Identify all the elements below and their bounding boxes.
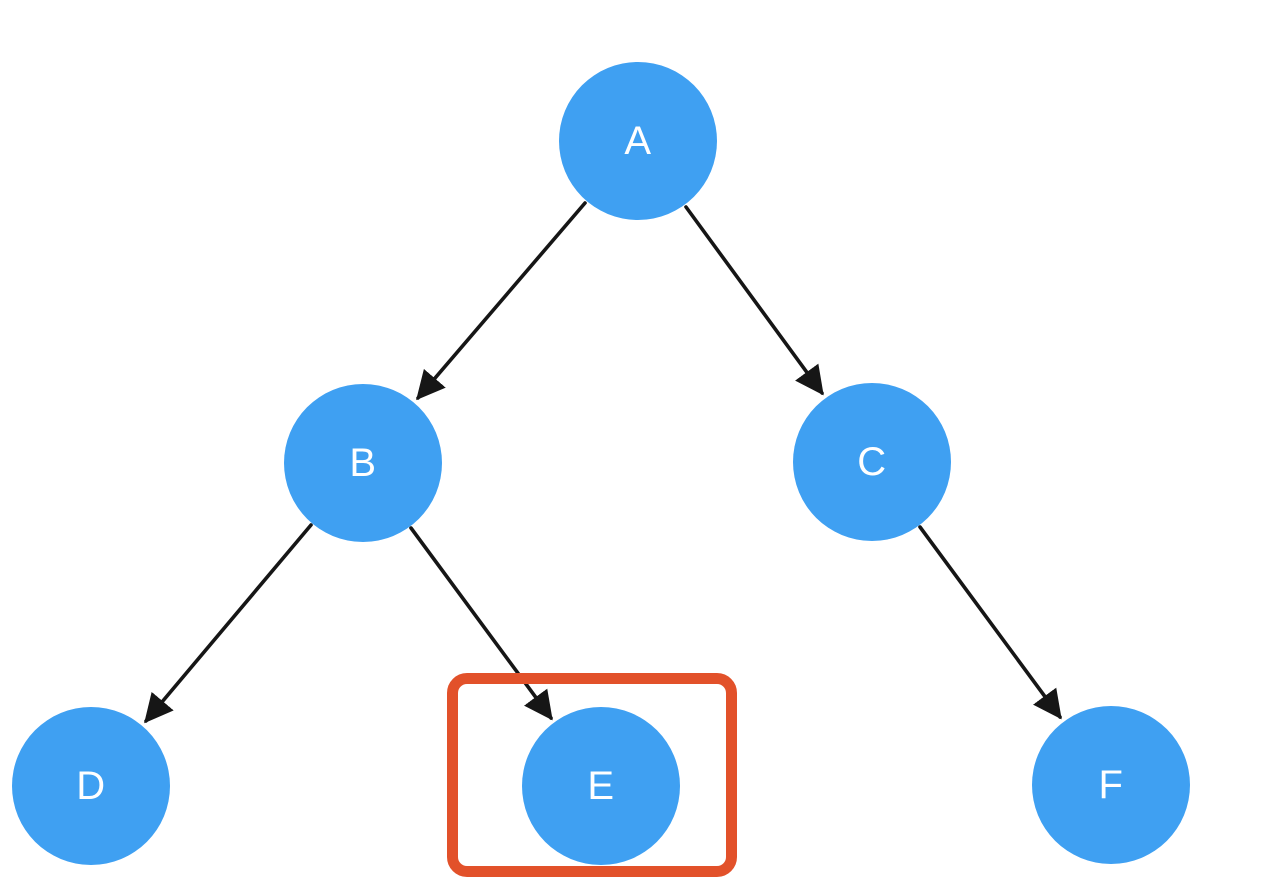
tree-node-f: F <box>1032 706 1190 864</box>
tree-node-c: C <box>793 383 951 541</box>
node-label-f: F <box>1098 763 1124 807</box>
node-label-c: C <box>857 440 887 484</box>
node-label-d: D <box>76 764 106 808</box>
edge-c-f <box>918 525 1062 720</box>
edge-b-d <box>144 523 313 724</box>
highlight-box <box>447 673 737 877</box>
tree-node-b: B <box>284 384 442 542</box>
tree-node-e: E <box>522 707 680 865</box>
edge-a-b <box>416 201 587 401</box>
node-label-e: E <box>587 764 615 808</box>
edge-a-c <box>684 205 824 396</box>
tree-node-d: D <box>12 707 170 865</box>
node-label-a: A <box>624 119 652 163</box>
node-label-b: B <box>349 441 377 485</box>
tree-node-a: A <box>559 62 717 220</box>
